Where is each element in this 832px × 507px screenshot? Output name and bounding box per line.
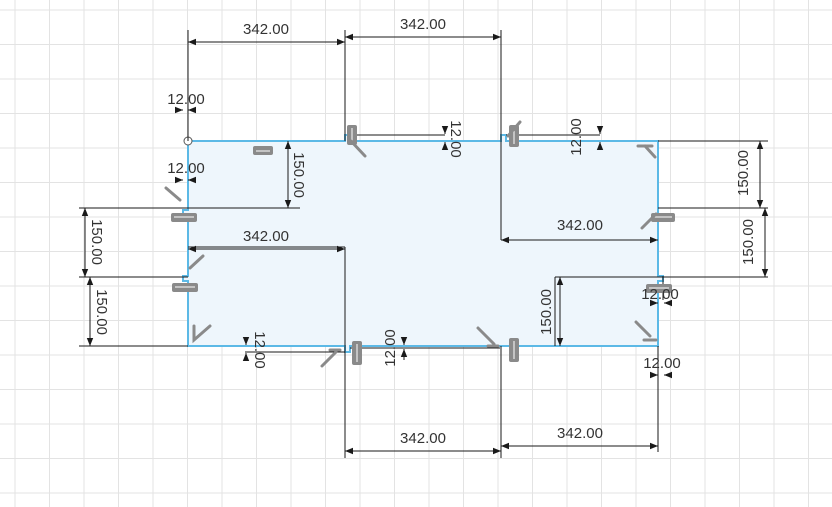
dimension-left-notch-second[interactable]: 12.00 bbox=[167, 160, 205, 177]
parallel-constraint-icon[interactable] bbox=[651, 213, 675, 222]
perpendicular-constraint-icon[interactable] bbox=[348, 138, 367, 158]
dimension-bottom-width-left[interactable]: 342.00 bbox=[400, 430, 446, 447]
dimension-right-height-upper[interactable]: 150.00 bbox=[735, 150, 752, 196]
dimension-top-notch-mid[interactable]: 12.00 bbox=[447, 120, 464, 158]
perpendicular-constraint-icon[interactable] bbox=[164, 186, 182, 202]
dimension-left-height-lower[interactable]: 150.00 bbox=[93, 289, 110, 335]
dimension-right-notch-lower[interactable]: 12.00 bbox=[643, 355, 681, 372]
perpendicular-constraint-icon[interactable] bbox=[636, 144, 657, 159]
extension-lines bbox=[79, 134, 768, 353]
parallel-constraint-icon[interactable] bbox=[352, 341, 362, 365]
perpendicular-constraint-icon[interactable] bbox=[506, 120, 522, 138]
dimension-right-inner-width[interactable]: 342.00 bbox=[557, 217, 603, 234]
dimension-top-notch-right[interactable]: 12.00 bbox=[568, 118, 585, 156]
dimension-top-width-right[interactable]: 342.00 bbox=[400, 16, 446, 33]
dimension-right-height-lower[interactable]: 150.00 bbox=[740, 219, 757, 265]
dimension-bottom-notch-mid[interactable]: 12.00 bbox=[382, 329, 399, 367]
dimension-labels[interactable]: 342.00 342.00 12.00 12.00 342.00 342.00 … bbox=[88, 16, 757, 447]
dimension-top-width-left[interactable]: 342.00 bbox=[243, 21, 289, 38]
dimension-bottom-notch-left[interactable]: 12.00 bbox=[251, 331, 268, 369]
dimension-inner-tab-height[interactable]: 150.00 bbox=[290, 152, 307, 198]
perpendicular-constraint-icon[interactable] bbox=[476, 326, 500, 348]
dimension-right-notch-upper[interactable]: 12.00 bbox=[641, 286, 679, 303]
parallel-constraint-icon[interactable] bbox=[171, 213, 197, 222]
constraint-glyphs bbox=[164, 120, 675, 368]
dimension-left-inner-width[interactable]: 342.00 bbox=[243, 228, 289, 245]
parallel-constraint-icon[interactable] bbox=[172, 283, 198, 292]
parallel-constraint-icon[interactable] bbox=[646, 284, 672, 293]
perpendicular-constraint-icon[interactable] bbox=[634, 320, 658, 342]
dimension-lines bbox=[81, 33, 769, 455]
parallel-constraint-icon[interactable] bbox=[253, 146, 273, 155]
perpendicular-constraint-icon[interactable] bbox=[188, 254, 205, 270]
perpendicular-constraint-icon[interactable] bbox=[640, 212, 658, 230]
perpendicular-constraint-icon[interactable] bbox=[320, 348, 342, 368]
perpendicular-constraint-icon[interactable] bbox=[192, 324, 212, 344]
dimension-lower-tab-height[interactable]: 150.00 bbox=[538, 289, 555, 335]
profile-region[interactable] bbox=[183, 135, 663, 352]
dimension-left-height-upper[interactable]: 150.00 bbox=[88, 219, 105, 265]
dimension-left-notch-top[interactable]: 12.00 bbox=[167, 91, 205, 108]
dimension-bottom-width-right[interactable]: 342.00 bbox=[557, 425, 603, 442]
parallel-constraint-icon[interactable] bbox=[509, 338, 519, 362]
